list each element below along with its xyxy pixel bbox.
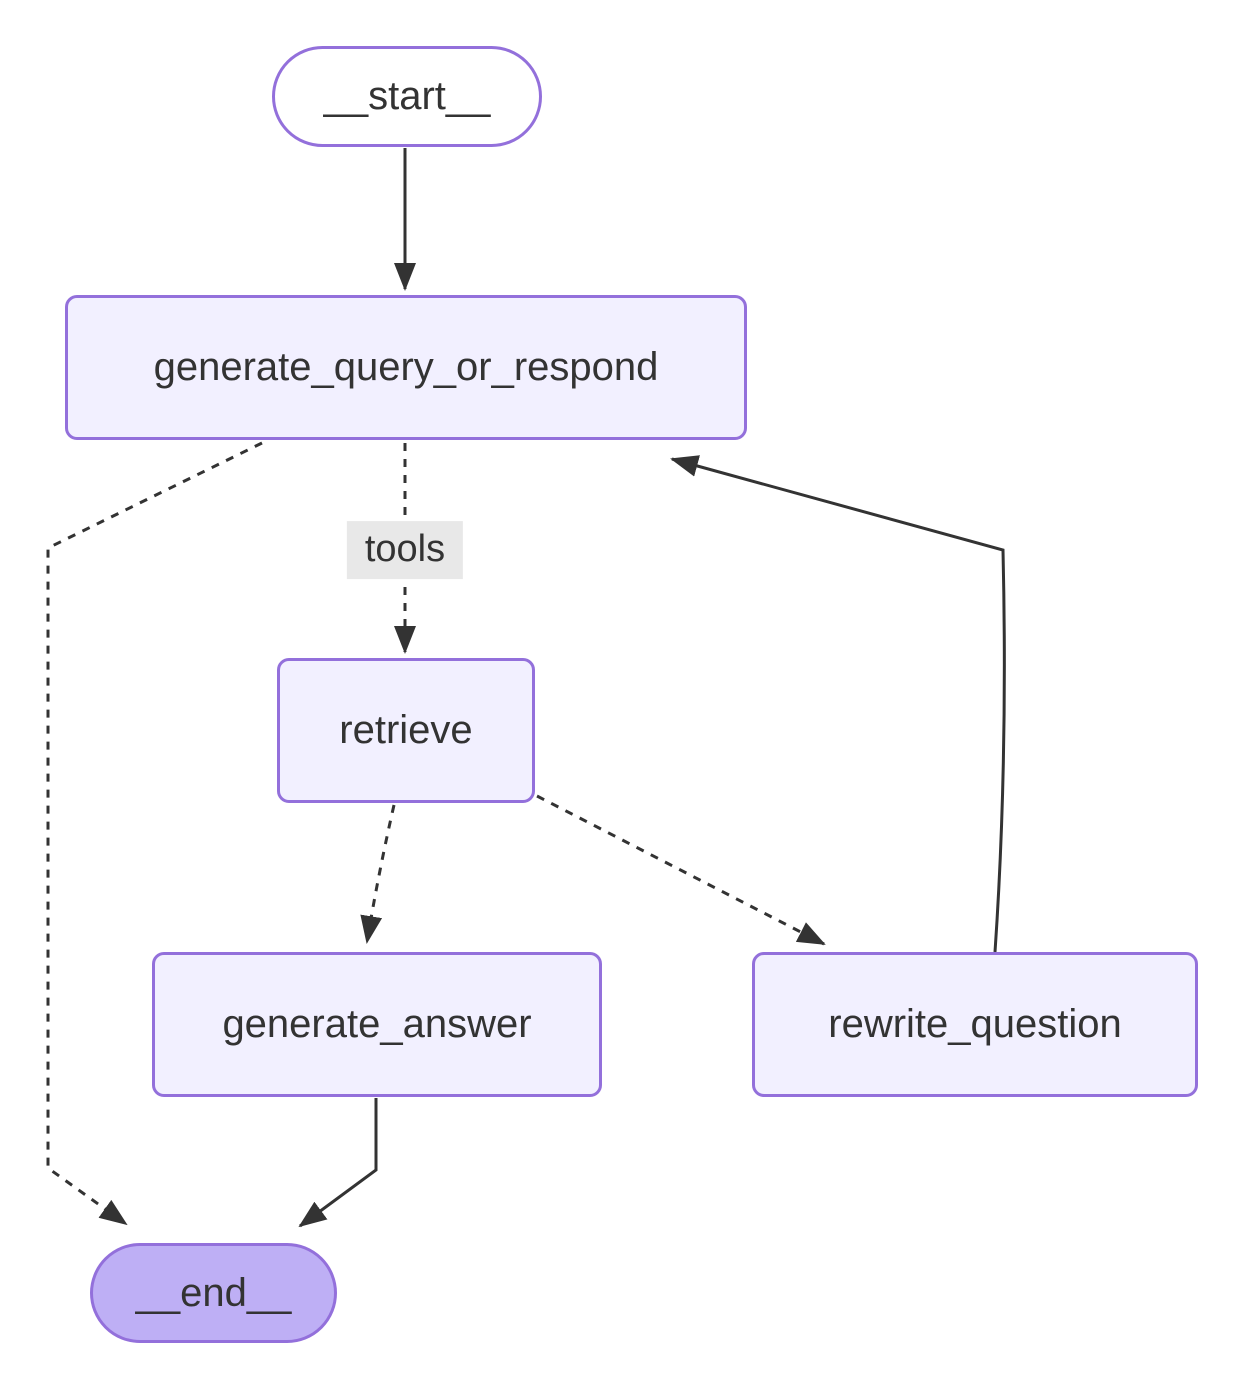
edge-retrieve-to-rewrite-question — [536, 794, 826, 946]
edge-label-tools-text: tools — [364, 528, 446, 571]
node-generate-query-or-respond-label: generate_query_or_respond — [153, 345, 659, 389]
edge-generate-answer-to-end — [298, 1098, 378, 1228]
node-start: __start__ — [272, 46, 542, 147]
edge-generate-query-or-respond-to-end — [46, 441, 263, 1226]
node-generate-query-or-respond: generate_query_or_respond — [65, 295, 747, 440]
node-generate-answer-label: generate_answer — [222, 1002, 532, 1046]
node-rewrite-question-label: rewrite_question — [828, 1002, 1122, 1046]
node-end-label: __end__ — [135, 1270, 292, 1315]
node-rewrite-question: rewrite_question — [752, 952, 1198, 1097]
node-end: __end__ — [90, 1243, 337, 1343]
node-start-label: __start__ — [323, 74, 491, 118]
edge-retrieve-to-generate-answer — [360, 804, 396, 944]
edge-label-tools: tools — [346, 521, 464, 579]
node-retrieve: retrieve — [277, 658, 535, 803]
node-retrieve-label: retrieve — [339, 708, 473, 752]
node-generate-answer: generate_answer — [152, 952, 602, 1097]
edge-rewrite-question-to-generate-query-or-respond — [670, 455, 1006, 953]
